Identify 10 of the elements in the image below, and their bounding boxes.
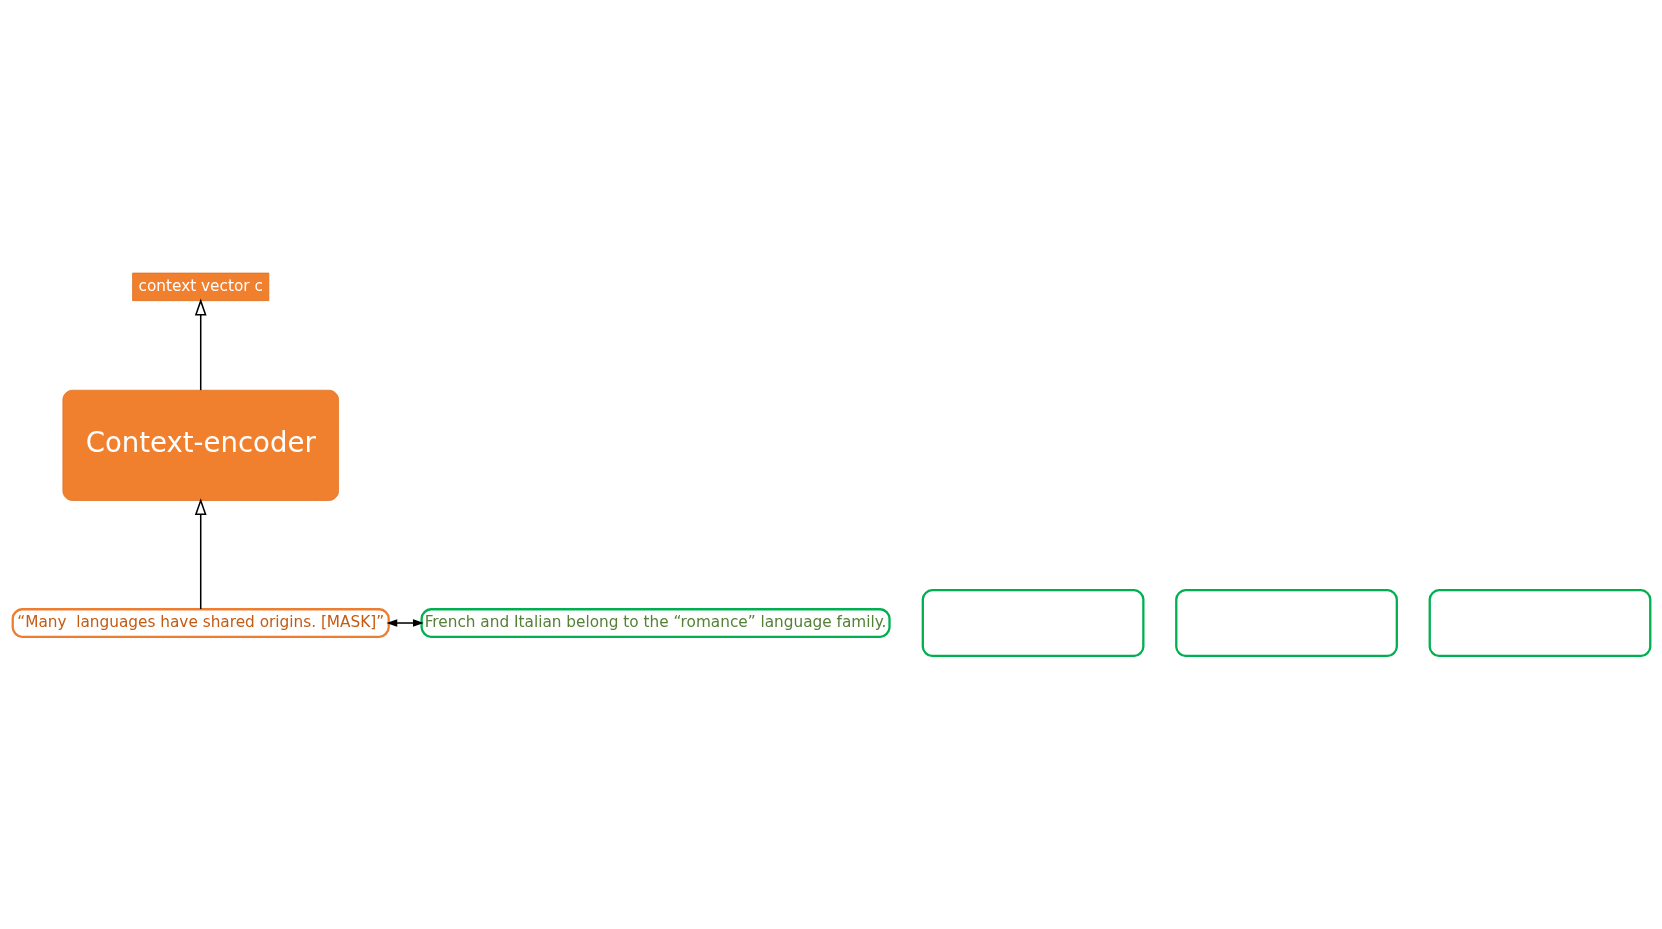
node-box	[921, 588, 1144, 658]
node-box: “Many languages have shared origins. [MASK]”	[11, 608, 390, 638]
node-box: context vector c	[131, 272, 269, 301]
node-box	[1174, 588, 1398, 658]
arrow	[194, 298, 207, 391]
node-box	[1428, 588, 1651, 658]
arrow	[386, 619, 424, 627]
node-box: French and Italian belong to the “romance” language family.	[420, 608, 891, 638]
arrow	[194, 498, 207, 610]
node-box: Context-encoder	[62, 389, 339, 501]
